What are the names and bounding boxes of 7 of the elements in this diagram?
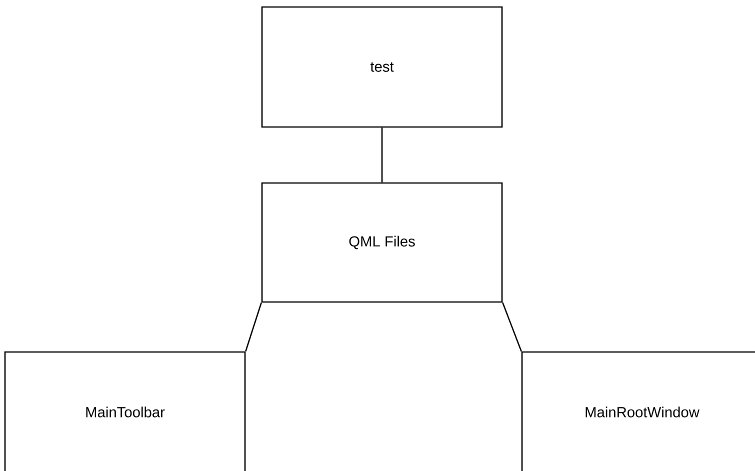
connector-line — [502, 302, 522, 352]
connector-line — [245, 302, 262, 352]
process-box: QML Files — [261, 182, 503, 303]
connector-line — [381, 128, 383, 182]
process-box: MainRootWindow — [521, 351, 755, 471]
process-box: test — [261, 6, 503, 128]
process-box: MainToolbar — [4, 351, 246, 471]
